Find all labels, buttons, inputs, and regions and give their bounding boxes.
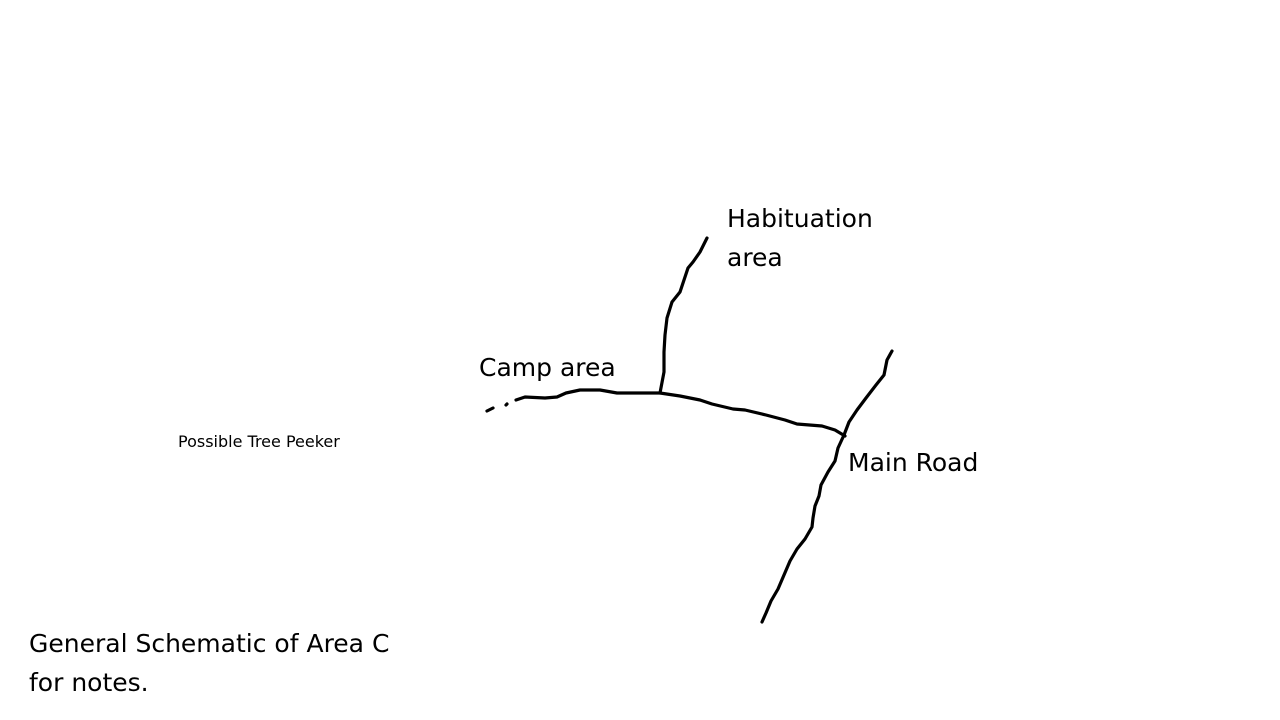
caption-line2: for notes. [29, 668, 149, 697]
tree-peeker-label: Possible Tree Peeker [178, 432, 340, 451]
habituation-area-label: Habituation area [727, 199, 873, 277]
camp-area-label: Camp area [479, 353, 616, 382]
habituation-label-line1: Habituation [727, 204, 873, 233]
caption-line1: General Schematic of Area C [29, 629, 390, 658]
map-caption: General Schematic of Area C for notes. [29, 624, 389, 702]
camp-trail [514, 388, 847, 438]
habituation-label-line2: area [727, 243, 783, 272]
camp-trail-dash-2 [504, 402, 509, 407]
camp-trail-dash-1 [485, 406, 495, 413]
main-road-path [760, 349, 894, 624]
main-road-label: Main Road [848, 448, 979, 477]
habituation-trail [658, 236, 709, 395]
